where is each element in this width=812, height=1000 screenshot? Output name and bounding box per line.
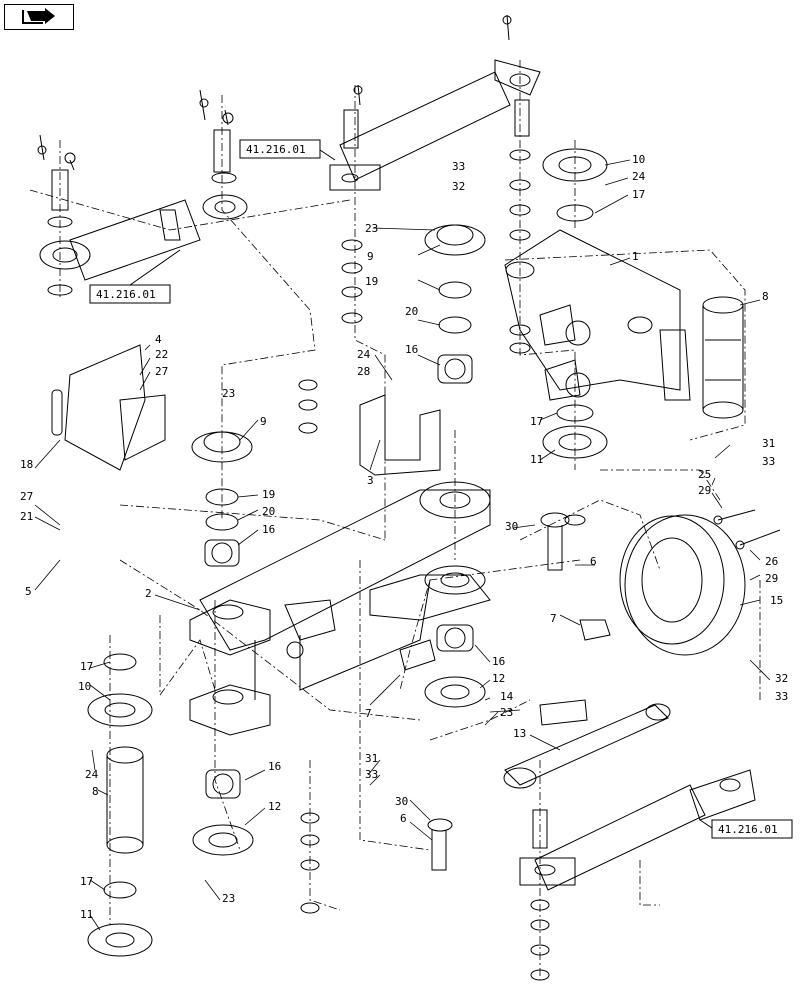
bolts-29: [713, 509, 781, 550]
callout-12: 12: [268, 800, 281, 813]
callout-31: 31: [762, 437, 775, 450]
callout-11: 11: [80, 908, 93, 921]
main-axle-beam: [189, 481, 491, 736]
callout-17: 17: [80, 875, 93, 888]
callout-8: 8: [92, 785, 99, 798]
arrow-pointer-icon: [22, 8, 55, 24]
left-steering-cylinder: [37, 89, 248, 296]
callout-5: 5: [25, 585, 32, 598]
callout-31: 31: [365, 752, 378, 765]
link-7: [399, 619, 611, 671]
ring-gear: [619, 514, 746, 656]
callout-21: 21: [20, 510, 33, 523]
kingpin-right: [702, 296, 744, 419]
callout-20: 20: [405, 305, 418, 318]
ref-label-3: 41.216.01: [718, 823, 778, 836]
callout-33: 33: [365, 768, 378, 781]
callout-4: 4: [155, 333, 162, 346]
callout-27: 27: [20, 490, 33, 503]
callout-24: 24: [632, 170, 646, 183]
callout-2: 2: [145, 587, 152, 600]
callout-10: 10: [632, 153, 645, 166]
callout-23: 23: [365, 222, 378, 235]
callout-13: 13: [513, 727, 526, 740]
ref-label-1: 41.216.01: [96, 288, 156, 301]
hub-cap-lower: [191, 431, 253, 567]
callout-33: 33: [775, 690, 788, 703]
callout-12: 12: [492, 672, 505, 685]
kingpin-left: [87, 653, 153, 957]
bracket-sheet-left: [51, 344, 166, 471]
ref-box-3[interactable]: [711, 819, 793, 839]
leader-lines: [34, 159, 771, 931]
bearing-ring-lower-right: [424, 624, 486, 708]
callout-labels: 10 24 17 1 8 33 32 23 9 19 20 16 24 28 1…: [20, 153, 788, 921]
callout-18: 18: [20, 458, 33, 471]
callout-6: 6: [590, 555, 597, 568]
hub-cap-upper: [424, 224, 486, 384]
callout-17: 17: [632, 188, 645, 201]
callout-28: 28: [357, 365, 370, 378]
callout-16: 16: [262, 523, 275, 536]
callout-3: 3: [367, 474, 374, 487]
navigation-button[interactable]: [4, 4, 74, 30]
callout-7: 7: [365, 707, 372, 720]
callout-20: 20: [262, 505, 275, 518]
axle-bracket: [504, 229, 691, 401]
callout-29: 29: [765, 572, 778, 585]
callout-23: 23: [222, 892, 235, 905]
callout-9: 9: [367, 250, 374, 263]
bracket-3: [359, 394, 441, 476]
callout-30: 30: [505, 520, 518, 533]
callout-32: 32: [452, 180, 465, 193]
callout-16: 16: [492, 655, 505, 668]
callout-16: 16: [268, 760, 281, 773]
callout-11: 11: [530, 453, 543, 466]
callout-23: 23: [500, 706, 513, 719]
callout-24: 24: [85, 768, 99, 781]
ref-label-2: 41.216.01: [246, 143, 306, 156]
callout-33: 33: [452, 160, 465, 173]
callout-27: 27: [155, 365, 168, 378]
callout-15: 15: [770, 594, 783, 607]
pin-assembly-upper: [540, 512, 586, 571]
callout-33: 33: [762, 455, 775, 468]
callout-24: 24: [357, 348, 371, 361]
callout-25: 25: [698, 468, 711, 481]
washer-stack-center: [341, 149, 531, 354]
washer-stack-lower: [300, 812, 550, 981]
bearing-ring-lower-left: [192, 769, 254, 856]
callout-1: 1: [632, 250, 639, 263]
callout-16: 16: [405, 343, 418, 356]
callout-17: 17: [530, 415, 543, 428]
top-steering-cylinder: [329, 14, 541, 191]
callout-32: 32: [775, 672, 788, 685]
callout-10: 10: [78, 680, 91, 693]
callout-22: 22: [155, 348, 168, 361]
washer-stack-left: [298, 379, 318, 434]
callout-14: 14: [500, 690, 514, 703]
callout-9: 9: [260, 415, 267, 428]
callout-8: 8: [762, 290, 769, 303]
tie-rod: [503, 699, 671, 789]
callout-7: 7: [550, 612, 557, 625]
centerlines: [29, 60, 761, 980]
callout-17: 17: [80, 660, 93, 673]
ref-box-2[interactable]: [239, 139, 321, 159]
pin-assembly-lower: [427, 818, 453, 871]
callout-19: 19: [262, 488, 275, 501]
callout-19: 19: [365, 275, 378, 288]
callout-29: 29: [698, 484, 711, 497]
callout-23: 23: [222, 387, 235, 400]
lower-right-cylinder: [519, 769, 756, 891]
callout-26: 26: [765, 555, 778, 568]
callout-30: 30: [395, 795, 408, 808]
callout-6: 6: [400, 812, 407, 825]
